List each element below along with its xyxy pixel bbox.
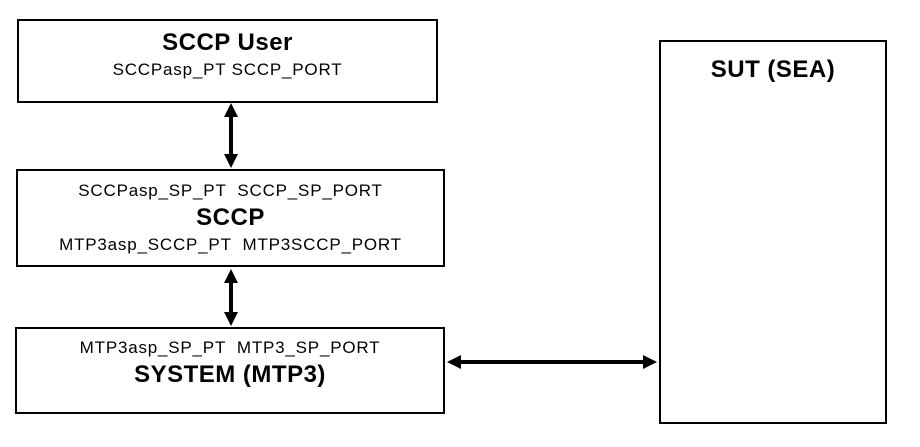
sccp-user-ports: SCCPasp_PT SCCP_PORT xyxy=(112,60,343,79)
double-arrow-sccp-system xyxy=(224,269,238,326)
sut-title: SUT (SEA) xyxy=(710,56,836,83)
box-sccp: SCCPasp_SP_PT SCCP_SP_PORT SCCP MTP3asp_… xyxy=(16,169,445,267)
system-mtp3-title: SYSTEM (MTP3) xyxy=(134,361,326,388)
box-sut: SUT (SEA) xyxy=(659,40,887,424)
sccp-user-title: SCCP User xyxy=(162,29,293,56)
sccp-lower-ports: MTP3asp_SCCP_PT MTP3SCCP_PORT xyxy=(59,235,402,254)
box-sccp-user: SCCP User SCCPasp_PT SCCP_PORT xyxy=(17,19,438,103)
system-mtp3-upper-ports: MTP3asp_SP_PT MTP3_SP_PORT xyxy=(79,338,381,357)
double-arrow-sccpuser-sccp xyxy=(224,103,238,168)
box-system-mtp3: MTP3asp_SP_PT MTP3_SP_PORT SYSTEM (MTP3) xyxy=(15,327,445,414)
sccp-title: SCCP xyxy=(196,204,265,231)
sccp-upper-ports: SCCPasp_SP_PT SCCP_SP_PORT xyxy=(78,181,383,200)
double-arrow-system-sut xyxy=(447,355,657,369)
